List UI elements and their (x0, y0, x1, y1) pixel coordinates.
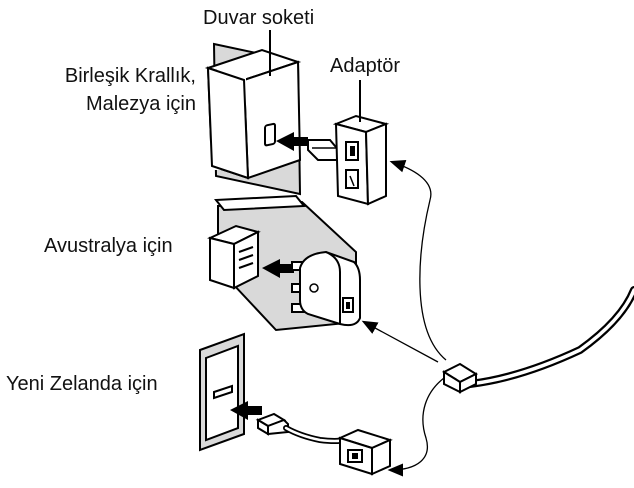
uk-adaptor-icon (307, 114, 390, 206)
australia-adaptor-icon (291, 250, 361, 327)
label-uk-malaysia-line1: Birleşik Krallık, (64, 65, 196, 87)
insert-arrow-australia (262, 259, 294, 278)
label-australia: Avustralya için (44, 235, 173, 257)
arrow-to-uk-adaptor (389, 159, 447, 361)
arrow-to-new-zealand-adaptor (387, 377, 445, 477)
label-new-zealand: Yeni Zelanda için (6, 373, 158, 395)
label-wall-socket: Duvar soketi (203, 7, 315, 29)
label-uk-malaysia-line2: Malezya için (85, 93, 196, 115)
wall-socket-new-zealand-icon (199, 332, 245, 452)
wall-socket-uk-icon (204, 42, 302, 196)
label-adaptor: Adaptör (330, 55, 401, 77)
insert-arrow-new-zealand (230, 401, 262, 420)
phone-cable-icon (441, 286, 634, 394)
arrow-to-australia-adaptor (361, 320, 439, 363)
insert-arrow-uk (276, 132, 308, 151)
new-zealand-adaptor-icon (255, 412, 393, 476)
